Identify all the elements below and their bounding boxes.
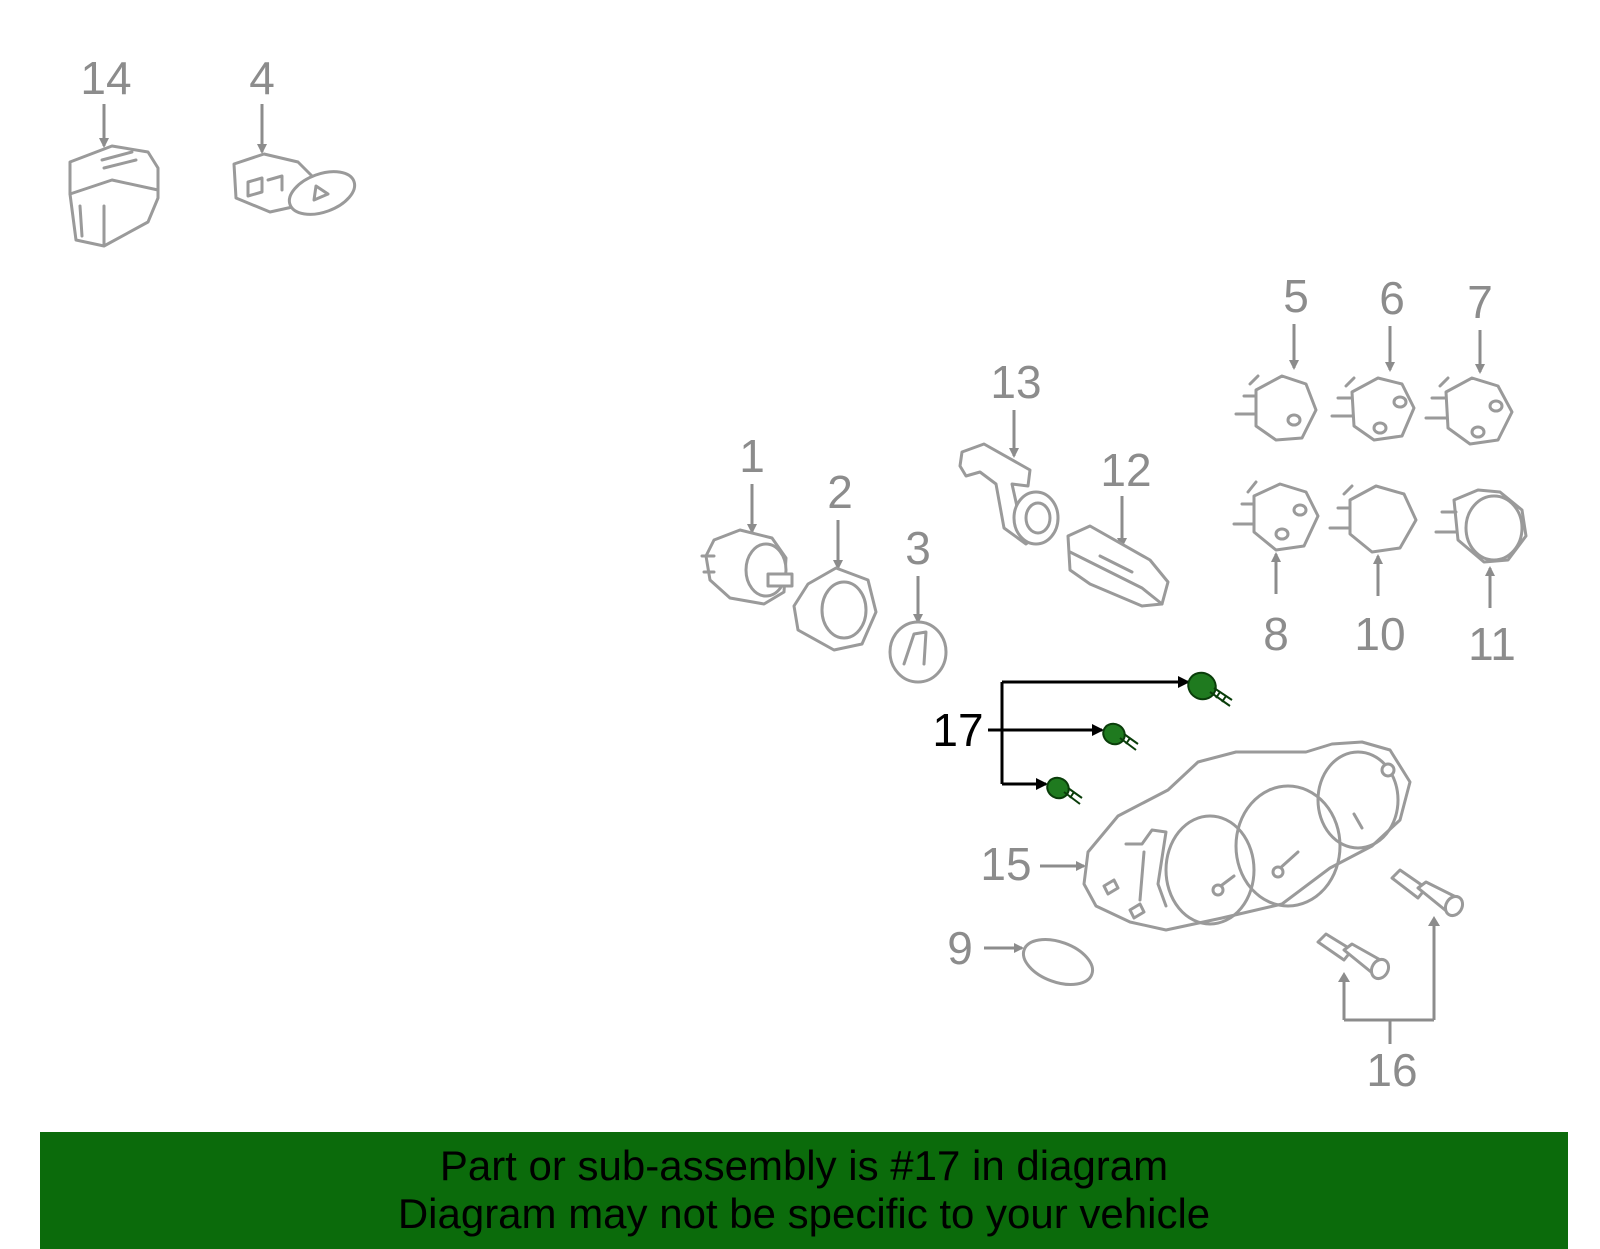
callout-17: 17 bbox=[932, 704, 983, 756]
part-2-hole bbox=[820, 580, 868, 640]
part-4-detail bbox=[246, 174, 284, 198]
callout-15: 15 bbox=[980, 838, 1031, 890]
callout-3: 3 bbox=[905, 522, 931, 574]
part-14-switch-cap[interactable]: 14 bbox=[68, 52, 160, 248]
part-15-instrument-cluster[interactable]: 15 bbox=[980, 740, 1412, 932]
part-15-left-bezel bbox=[1124, 828, 1168, 908]
part-12-connector[interactable]: 12 bbox=[1066, 444, 1170, 608]
callout-13: 13 bbox=[990, 356, 1041, 408]
part-11-lens bbox=[1464, 494, 1524, 562]
part-6-dot-a bbox=[1372, 421, 1388, 435]
part-10-socket[interactable]: 10 bbox=[1328, 484, 1418, 660]
part-14-ribs bbox=[100, 150, 138, 170]
part-1-shaft bbox=[766, 572, 794, 588]
callout-4: 4 bbox=[249, 52, 275, 104]
leader-16 bbox=[1342, 920, 1436, 1044]
part-6-dot-b bbox=[1392, 395, 1408, 409]
part-5-pins bbox=[1234, 374, 1260, 416]
callout-10: 10 bbox=[1354, 608, 1405, 660]
part-7-dot-b bbox=[1488, 399, 1504, 413]
part-1-tabs bbox=[700, 554, 716, 574]
part-14-side bbox=[78, 204, 106, 246]
part-15-center-gauge bbox=[1234, 784, 1342, 908]
part-12-ribs bbox=[1068, 550, 1164, 606]
callout-11: 11 bbox=[1468, 618, 1516, 670]
part-13-bracket[interactable]: 13 bbox=[958, 356, 1060, 546]
part-17-bolts[interactable]: 17 bbox=[932, 668, 1233, 805]
part-13-ring-outer bbox=[1012, 490, 1060, 546]
part-7-dot-a bbox=[1470, 425, 1486, 439]
part-4-button bbox=[287, 170, 357, 216]
part-15-hub-a bbox=[1211, 883, 1225, 897]
callout-9: 9 bbox=[947, 922, 973, 974]
part-10-body bbox=[1348, 484, 1418, 554]
part-7-pins bbox=[1424, 376, 1450, 420]
part-8-socket[interactable]: 8 bbox=[1232, 480, 1320, 660]
part-16-bulbs[interactable]: 16 bbox=[1316, 868, 1466, 1096]
part-8-dot-b bbox=[1292, 503, 1308, 517]
callout-5: 5 bbox=[1283, 270, 1309, 322]
callout-6: 6 bbox=[1379, 272, 1405, 324]
callout-7: 7 bbox=[1467, 276, 1493, 328]
callout-8: 8 bbox=[1263, 608, 1289, 660]
part-8-body bbox=[1252, 482, 1320, 552]
banner-line-1: Part or sub-assembly is #17 in diagram bbox=[439, 1142, 1169, 1189]
part-8-dot-a bbox=[1274, 527, 1290, 541]
part-14-edge bbox=[68, 178, 160, 196]
part-5-body bbox=[1254, 374, 1318, 442]
info-banner: Part or sub-assembly is #17 in diagram D… bbox=[40, 1132, 1568, 1249]
part-3-grip bbox=[902, 630, 928, 666]
callout-12: 12 bbox=[1100, 444, 1151, 496]
part-6-socket[interactable]: 6 bbox=[1330, 272, 1416, 442]
part-2-ring[interactable]: 2 bbox=[792, 466, 878, 652]
part-6-body bbox=[1350, 376, 1416, 442]
part-15-housing bbox=[1082, 740, 1412, 932]
part-15-left-gauge bbox=[1164, 814, 1256, 926]
part-1-knob-base[interactable]: 1 bbox=[700, 430, 794, 606]
callout-2: 2 bbox=[827, 466, 853, 518]
bolt-17-bottom bbox=[1046, 776, 1083, 805]
bulb-16-b bbox=[1390, 868, 1465, 918]
part-10-pins bbox=[1328, 484, 1354, 530]
part-2-body bbox=[792, 566, 878, 652]
part-6-pins bbox=[1330, 376, 1356, 418]
callout-16: 16 bbox=[1366, 1044, 1417, 1096]
part-13-ring-inner bbox=[1024, 501, 1052, 535]
part-15-mounts bbox=[1102, 878, 1146, 920]
banner-line-2: Diagram may not be specific to your vehi… bbox=[397, 1190, 1211, 1237]
part-11-socket[interactable]: 11 bbox=[1434, 488, 1528, 670]
part-15-right-gauge bbox=[1316, 750, 1400, 850]
part-7-body bbox=[1444, 376, 1514, 446]
part-7-socket[interactable]: 7 bbox=[1424, 276, 1514, 446]
part-8-pins bbox=[1232, 480, 1258, 526]
part-15-hub-b bbox=[1271, 865, 1285, 879]
part-1-face bbox=[744, 542, 788, 598]
part-3-body bbox=[888, 620, 948, 684]
callout-14: 14 bbox=[80, 52, 131, 104]
bulb-16-a bbox=[1316, 932, 1391, 981]
callout-1: 1 bbox=[739, 430, 765, 482]
part-9-ring bbox=[1021, 938, 1095, 986]
part-5-socket[interactable]: 5 bbox=[1234, 270, 1318, 442]
part-11-pins bbox=[1434, 510, 1458, 534]
part-4-triangle-icon bbox=[312, 184, 330, 202]
part-3-knob-cap[interactable]: 3 bbox=[888, 522, 948, 684]
part-15-hub-c bbox=[1380, 762, 1396, 778]
part-5-dot bbox=[1286, 413, 1302, 427]
bolt-17-middle bbox=[1102, 722, 1139, 751]
part-14-body bbox=[68, 144, 160, 248]
part-9-gasket[interactable]: 9 bbox=[947, 922, 1098, 993]
part-4-switch[interactable]: 4 bbox=[232, 52, 360, 222]
bolt-17-top bbox=[1187, 671, 1233, 707]
